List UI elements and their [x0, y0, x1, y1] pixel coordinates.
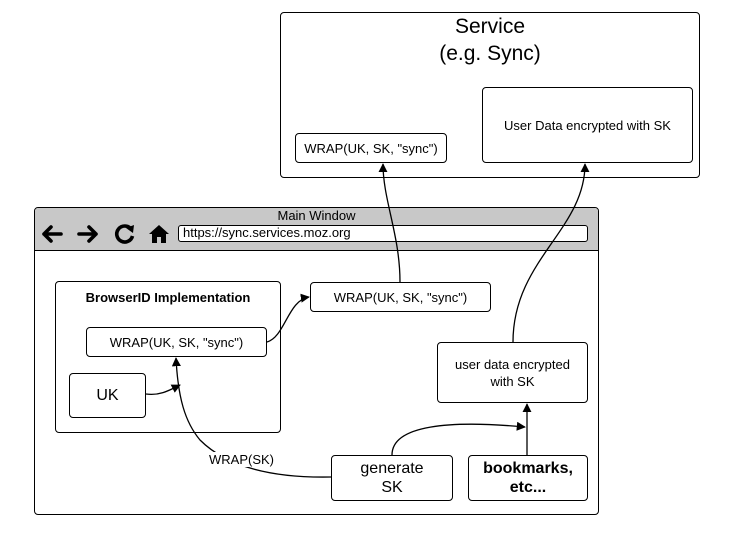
- browserid-wrap-label: WRAP(UK, SK, "sync"): [109, 334, 244, 350]
- edge-uk-to-wrap: [145, 384, 181, 396]
- browser-toolbar: Main Window https://sync.s: [35, 208, 598, 251]
- wrap-sk-label: WRAP(SK): [208, 452, 275, 467]
- service-user-data-box: User Data encrypted with SK: [482, 87, 693, 163]
- service-wrap-box: WRAP(UK, SK, "sync"): [295, 133, 447, 163]
- back-arrow-icon[interactable]: [41, 223, 63, 245]
- user-data-line1: user data encrypted: [455, 356, 570, 372]
- uk-box: UK: [69, 373, 146, 418]
- edge-user-data-to-service: [512, 163, 590, 343]
- user-data-line2: with SK: [490, 373, 535, 389]
- edge-generate-to-user-data: [391, 421, 526, 456]
- main-wrap-label: WRAP(UK, SK, "sync"): [333, 289, 468, 305]
- edge-browserid-wrap-to-main-wrap: [266, 293, 310, 343]
- browserid-wrap-box: WRAP(UK, SK, "sync"): [86, 327, 267, 357]
- user-data-box: user data encrypted with SK: [437, 342, 588, 403]
- window-title: Main Window: [277, 208, 356, 223]
- service-title: Service (e.g. Sync): [281, 13, 699, 67]
- url-text: https://sync.services.moz.org: [183, 225, 351, 240]
- bookmarks-line2: etc...: [509, 479, 547, 496]
- service-wrap-label: WRAP(UK, SK, "sync"): [304, 140, 438, 156]
- home-icon[interactable]: [148, 223, 170, 245]
- generate-sk-box: generate SK: [331, 455, 453, 501]
- forward-arrow-icon[interactable]: [77, 223, 99, 245]
- edge-main-wrap-to-service-wrap: [378, 163, 401, 283]
- service-user-data-label: User Data encrypted with SK: [504, 117, 671, 133]
- main-wrap-box: WRAP(UK, SK, "sync"): [310, 282, 491, 312]
- browserid-title: BrowserID Implementation: [85, 290, 251, 305]
- service-title-line1: Service: [454, 15, 526, 38]
- generate-line1: generate: [360, 460, 424, 477]
- service-title-line2: (e.g. Sync): [439, 42, 541, 65]
- url-bar[interactable]: https://sync.services.moz.org: [178, 225, 588, 242]
- edge-generate-to-wrap: [171, 357, 332, 478]
- generate-line2: SK: [381, 479, 403, 496]
- reload-icon[interactable]: [113, 222, 137, 246]
- uk-label: UK: [96, 386, 119, 404]
- bookmarks-box: bookmarks, etc...: [468, 455, 588, 501]
- browserid-box: BrowserID Implementation: [55, 281, 281, 433]
- bookmarks-line1: bookmarks,: [483, 460, 573, 477]
